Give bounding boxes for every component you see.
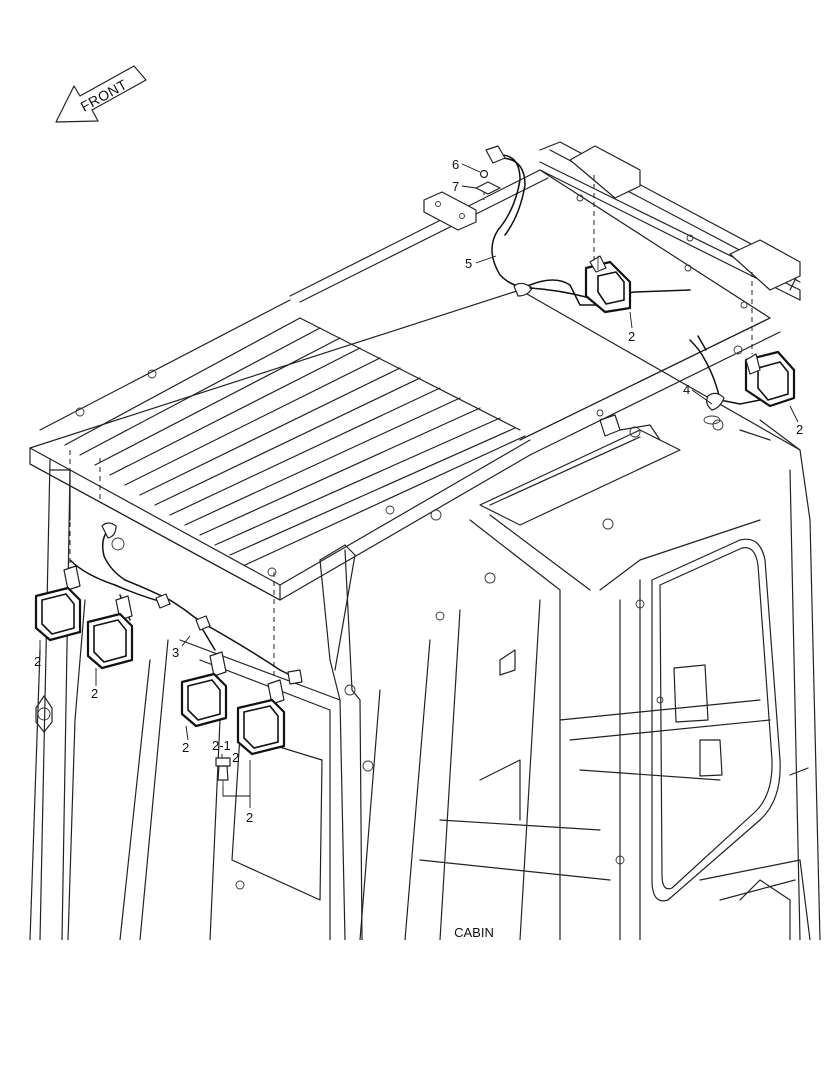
front-direction-label: FRONT [78,76,130,115]
callouts: 6 7 5 2 4 2 2 2 3 2 2-1 2 2 [34,157,803,825]
bulb [215,757,231,786]
side-harness [689,335,761,425]
front-lamp-4 [236,679,286,756]
callout-bolt: 6 [452,157,459,172]
callout-bulb: 2-1 [212,738,231,753]
front-lamp-2 [86,595,134,670]
rear-left-roof-lamp [584,255,632,314]
front-lamp-1 [34,565,82,642]
callout-roof-lamp-rear-right: 2 [796,422,803,437]
callout-roof-lamp-rear-left: 2 [628,329,635,344]
bolt-and-bracket [475,169,501,195]
mounting-guides [69,175,753,680]
callout-bulb-group: 2 [246,810,253,825]
callout-roof-harness: 5 [465,256,472,271]
cab-body [29,419,821,941]
leader-lines [39,163,799,808]
roof-structure [29,141,801,696]
callout-front-lamp-1: 2 [34,654,41,669]
front-direction-arrow: FRONT [55,65,147,123]
front-harness [69,522,303,685]
diagram-caption: CABIN [454,925,494,940]
callout-grommet: 4 [683,382,690,397]
callout-bracket: 7 [452,179,459,194]
callout-front-lamp-4: 2 [232,750,239,765]
callout-front-harness: 3 [172,645,179,660]
front-lamp-3 [180,651,228,728]
callout-front-lamp-2: 2 [91,686,98,701]
rear-right-roof-lamp [744,350,796,408]
callout-front-lamp-3: 2 [182,740,189,755]
